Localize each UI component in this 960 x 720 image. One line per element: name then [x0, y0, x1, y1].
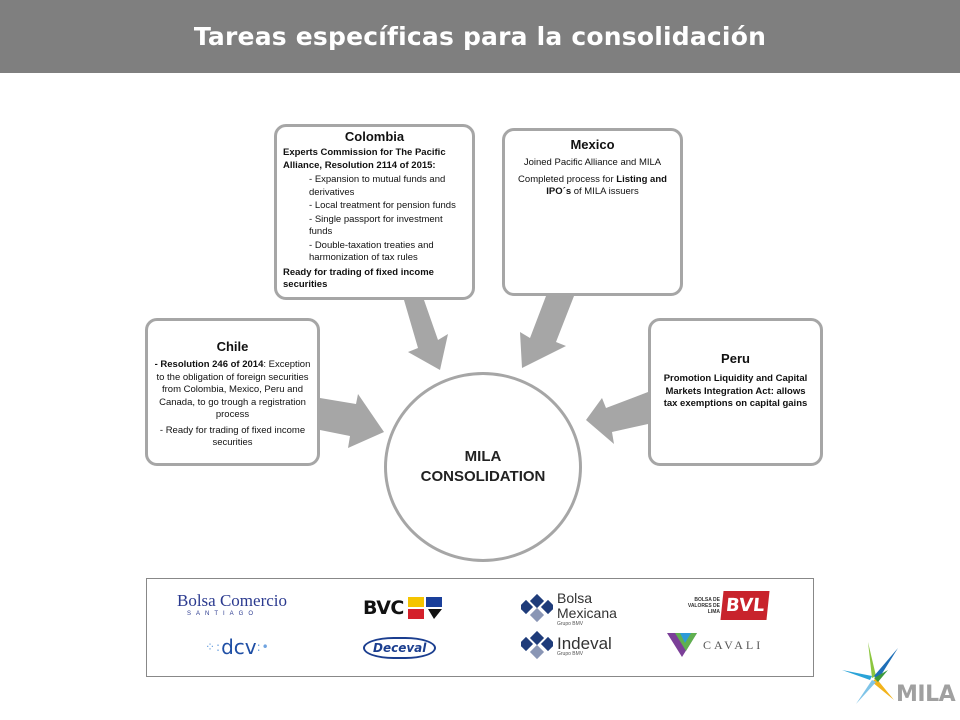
- peru-box: Peru Promotion Liquidity and Capital Mar…: [648, 318, 823, 466]
- mila-corner-text: MILA: [896, 682, 956, 707]
- bolsa-mexicana-grp: Grupo BMV: [557, 621, 584, 627]
- bolsa-mexicana-line2: Mexicana: [557, 605, 617, 621]
- mexico-box: Mexico Joined Pacific Alliance and MILA …: [502, 128, 683, 296]
- mexico-line2-bold: Listing and IPO´s: [546, 173, 667, 198]
- page-title: Tareas específicas para la consolidación: [193, 22, 767, 51]
- bolsa-mexicana-text-group: Bolsa Mexicana Grupo BMV: [557, 590, 617, 628]
- bolsa-comercio-text: Bolsa Comercio: [177, 591, 288, 610]
- indeval-logo: Indeval Grupo BMV: [521, 631, 612, 661]
- indeval-text-group: Indeval Grupo BMV: [557, 633, 612, 657]
- bolsa-mexicana-logo: Bolsa Mexicana Grupo BMV: [521, 591, 617, 627]
- colombia-title: Colombia: [344, 129, 405, 144]
- colombia-box: Colombia Experts Commission for The Paci…: [274, 124, 475, 300]
- colombia-item: Local treatment for pension funds: [309, 200, 466, 213]
- peru-title: Peru: [721, 351, 750, 366]
- peru-text: Promotion Liquidity and Capital Markets …: [659, 373, 812, 411]
- chile-item1-bold: - Resolution 246 of 2014: [154, 359, 264, 370]
- chile-item2: - Ready for trading of fixed income secu…: [159, 424, 306, 449]
- cavali-triangle-icon: [667, 633, 697, 657]
- mexico-line2-pre: Completed process for: [518, 173, 617, 185]
- partner-logos-panel: Bolsa Comercio SANTIAGO ⁘: dcv :• BVC De…: [146, 578, 814, 677]
- cavali-logo: CAVALI: [667, 633, 763, 657]
- center-line2: CONSOLIDATION: [420, 468, 546, 485]
- bvl-logo: BOLSA DE VALORES DE LIMA BVL: [682, 591, 770, 620]
- mila-star-icon: [842, 642, 898, 704]
- arrow-mexico: [520, 296, 574, 368]
- dcv-dots-icon: :•: [256, 640, 270, 654]
- colombia-ready: Ready for trading of fixed income securi…: [283, 266, 434, 291]
- dcv-text: dcv: [221, 635, 257, 659]
- dcv-logo: ⁘: dcv :•: [205, 635, 270, 659]
- peru-text-bold: Promotion Liquidity and Capital Markets …: [663, 373, 808, 397]
- arrow-peru: [586, 392, 648, 444]
- bolsa-comercio-logo: Bolsa Comercio SANTIAGO: [177, 591, 287, 617]
- peru-text-rest: : allows tax exemptions on capital gains: [663, 385, 808, 410]
- bvc-text: BVC: [363, 597, 404, 619]
- colombia-list: Expansion to mutual funds and derivative…: [283, 174, 466, 265]
- bvl-text: BVL: [720, 591, 770, 620]
- mexico-title: Mexico: [570, 137, 615, 152]
- mila-corner-logo: MILA: [838, 640, 956, 716]
- center-line1: MILA: [464, 448, 502, 465]
- indeval-text: Indeval: [557, 633, 612, 653]
- deceval-logo: Deceval: [363, 637, 437, 659]
- mexico-line2: Completed process for Listing and IPO´s …: [513, 174, 672, 199]
- colombia-item: Single passport for investment funds: [309, 214, 466, 239]
- dcv-dots-icon: ⁘:: [205, 640, 222, 654]
- colombia-item: Double-taxation treaties and harmonizati…: [309, 240, 466, 265]
- indeval-eagle-icon: [521, 631, 553, 660]
- indeval-grp: Grupo BMV: [557, 650, 584, 657]
- arrow-colombia: [396, 300, 448, 370]
- bolsa-mexicana-line1: Bolsa: [557, 590, 593, 606]
- bvl-small-text: BOLSA DE VALORES DE LIMA: [687, 596, 720, 615]
- colombia-intro: Experts Commission for The Pacific Allia…: [283, 147, 446, 171]
- mexico-line1: Joined Pacific Alliance and MILA: [523, 157, 662, 168]
- bolsa-comercio-sub: SANTIAGO: [187, 611, 259, 617]
- cavali-text: CAVALI: [703, 637, 764, 652]
- header-bar: Tareas específicas para la consolidación: [0, 0, 960, 73]
- chile-item1-rest: : Exception to the obligation of foreign…: [156, 359, 311, 420]
- bvc-logo: BVC: [363, 597, 442, 619]
- colombia-item: Expansion to mutual funds and derivative…: [309, 174, 466, 199]
- bmv-eagle-icon: [521, 594, 553, 623]
- chile-title: Chile: [216, 339, 249, 354]
- deceval-text: Deceval: [363, 637, 437, 659]
- arrow-chile: [320, 394, 384, 448]
- mexico-line2-post: of MILA issuers: [571, 186, 639, 197]
- mila-consolidation-circle: MILA CONSOLIDATION: [384, 372, 582, 562]
- chile-item1: - Resolution 246 of 2014: Exception to t…: [154, 359, 311, 422]
- chile-box: Chile - Resolution 246 of 2014: Exceptio…: [145, 318, 320, 466]
- bvc-flag-icon: [407, 597, 442, 619]
